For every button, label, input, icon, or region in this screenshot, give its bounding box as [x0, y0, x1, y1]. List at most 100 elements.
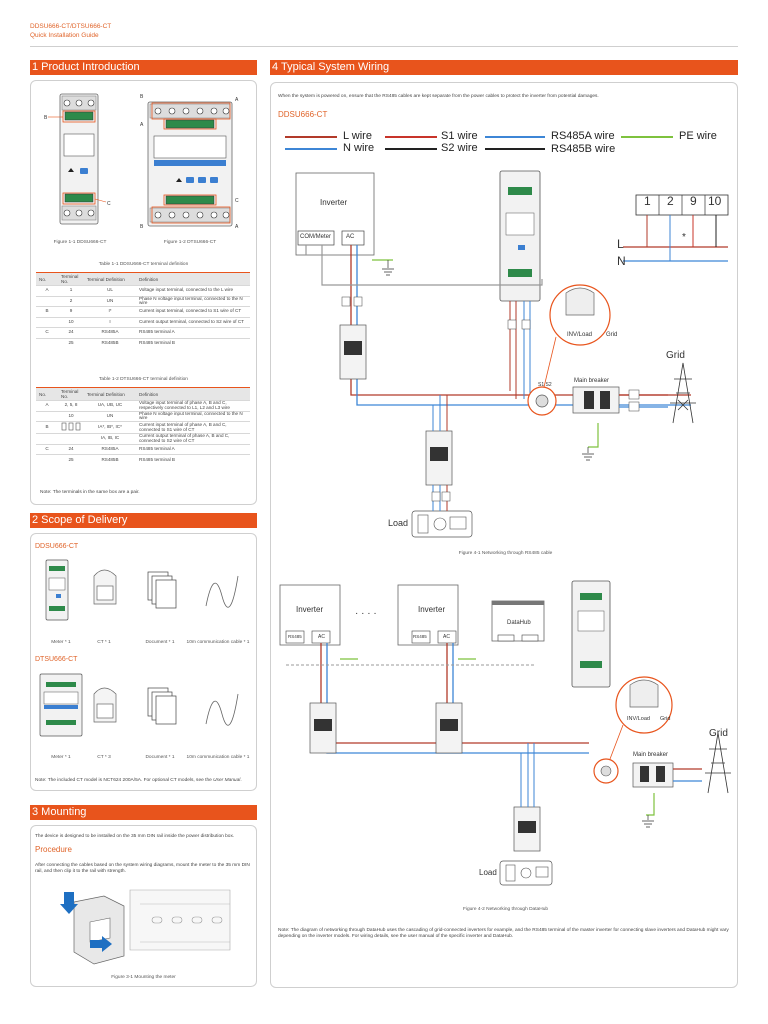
wire-legend: L wire N wire S1 wire S2 wire RS485A wir…: [285, 130, 735, 160]
table-1-1-title: Table 1-1 DDSU666-CT terminal definition: [98, 262, 189, 267]
legend-n-line: [285, 148, 337, 150]
ddsu-subtitle: DDSU666-CT: [35, 543, 79, 550]
table-header: No.: [36, 387, 58, 401]
ellipsis-label: · · · ·: [355, 608, 377, 619]
svg-text:B: B: [140, 224, 144, 230]
ac-label-2: AC: [443, 634, 450, 640]
procedure-subtitle: Procedure: [35, 845, 72, 854]
legend-s1: S1 wire: [441, 130, 478, 142]
dtsu-meter-drawing: B A A C B A: [140, 94, 239, 230]
item-meter: Meter * 1: [51, 755, 71, 760]
item-cable: 10m communication cable * 1: [186, 755, 250, 760]
figure-4-1-caption: Figure 4-1 Networking through RS485 cabl…: [458, 551, 553, 556]
com-meter-label: COM/Meter: [300, 234, 332, 240]
legend-n: N wire: [343, 142, 375, 154]
main-breaker-label-2: Main breaker: [633, 752, 669, 758]
figure-1-1-caption: Figure 1-1 DDSU666-CT: [53, 240, 107, 245]
load-label: Load: [388, 518, 409, 528]
legend-pe-line: [621, 136, 673, 138]
inverter-2-label: Inverter: [418, 605, 446, 614]
legend-s2: S2 wire: [441, 142, 478, 154]
terminal-note: Note: The terminals in the same box are …: [40, 490, 140, 495]
cable-icon: [205, 575, 239, 608]
section-4-title: 4 Typical System Wiring: [270, 60, 738, 75]
main-breaker-label: Main breaker: [574, 378, 610, 384]
l-label: L: [617, 237, 624, 251]
svg-text:A: A: [235, 97, 239, 103]
document-header: DDSU666-CT/DTSU666-CT Quick Installation…: [30, 22, 111, 40]
ac-label: AC: [346, 234, 355, 240]
table-header: Terminal No.: [58, 387, 84, 401]
document-icon: [147, 687, 177, 725]
table-header: Terminal Definition: [84, 387, 136, 401]
meter-illustrations: B C B A A C B A: [44, 93, 239, 230]
grid-label: Grid: [666, 350, 685, 361]
svg-text:A: A: [140, 122, 144, 128]
inv-load-label-2: INV/Load: [627, 716, 650, 722]
guide-title: Quick Installation Guide: [30, 32, 99, 39]
document-icon: [147, 571, 177, 609]
mounting-illustration: [60, 889, 231, 965]
ac-label-1: AC: [318, 634, 325, 640]
grid-tower-icon: [670, 362, 696, 424]
table-header: Terminal Definition: [84, 272, 136, 286]
meter-box: [499, 170, 541, 302]
terminal-1: 1: [644, 194, 651, 208]
dtsu-subtitle: DTSU666-CT: [35, 656, 78, 663]
rs485-label-1: RS485: [288, 634, 302, 639]
procedure-step: After connecting the cables based on the…: [35, 863, 250, 874]
mounting-text: The device is designed to be installed o…: [35, 834, 235, 839]
cable-icon: [205, 693, 239, 726]
meter-icon: [39, 673, 83, 737]
svg-text:B: B: [44, 115, 48, 121]
legend-l-line: [285, 136, 337, 138]
grid-label-2: Grid: [709, 728, 728, 739]
table-1-2-title: Table 1-2 DTSU666-CT terminal definition: [99, 377, 188, 382]
inv-load-label: INV/Load: [567, 332, 593, 338]
star-label: *: [682, 232, 686, 243]
grid-small-label-2: Grid: [660, 716, 671, 722]
table-header: No.: [36, 272, 58, 286]
datahub-label: DataHub: [507, 620, 531, 626]
table-1-2: No. Terminal No. Terminal Definition Def…: [36, 387, 250, 466]
din-rail: [129, 889, 231, 951]
table-header: Definition: [136, 387, 250, 401]
svg-text:B: B: [140, 94, 144, 100]
mount-arrow-down-icon: [60, 892, 78, 914]
ct-model-note: Note: The included CT model is NCT624 20…: [35, 778, 242, 783]
wiring-diagram-rs485: LNLNS1 S2LN: [295, 170, 729, 538]
load-label-2: Load: [479, 868, 497, 877]
item-ct: CT * 3: [97, 755, 111, 760]
figure-4-2-caption: Figure 4-2 Networking through DataHub: [462, 907, 549, 912]
delivery-items-ddsu: [45, 559, 239, 621]
legend-s2-line: [385, 148, 437, 150]
legend-485b: RS485B wire: [551, 143, 616, 155]
rs485-label-2: RS485: [413, 634, 427, 639]
figure-3-1-caption: Figure 3-1 Mounting the meter: [111, 975, 176, 980]
table-1-1: No. Terminal No. Terminal Definition Def…: [36, 272, 250, 349]
item-document: Document * 1: [145, 640, 175, 645]
section-3-title: 3 Mounting: [30, 805, 257, 820]
ct-icon: [93, 687, 117, 723]
load-devices: [411, 510, 473, 538]
figure-1-2-caption: Figure 1-2 DTSU666-CT: [163, 240, 217, 245]
terminal-2: 2: [667, 194, 674, 208]
legend-a-line: [485, 136, 545, 138]
wiring-intro: When the system is powered on, ensure th…: [278, 94, 599, 99]
section-1-title: 1 Product Introduction: [30, 60, 257, 75]
inverter-1-label: Inverter: [296, 605, 324, 614]
svg-text:A: A: [235, 224, 239, 230]
item-meter: Meter * 1: [51, 640, 71, 645]
item-ct: CT * 1: [97, 640, 111, 645]
header-divider: [30, 46, 738, 47]
terminal-9: 9: [690, 194, 697, 208]
